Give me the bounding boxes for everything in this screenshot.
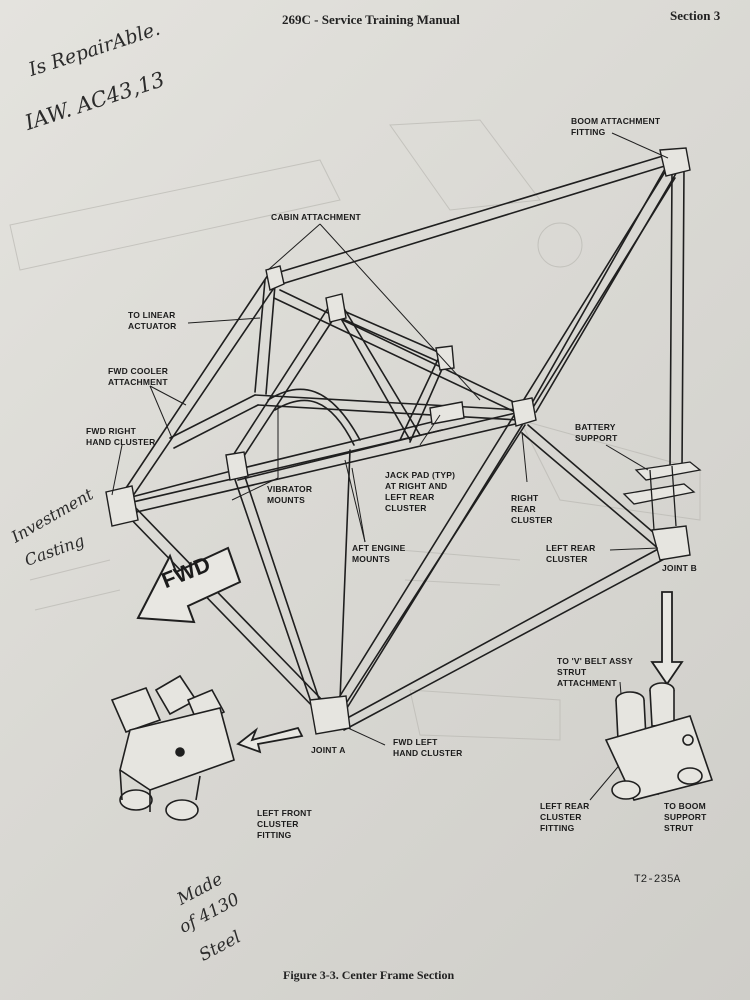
detail-b-arrow [650,591,684,686]
vibrator-mounts-label: VIBRATOR MOUNTS [267,484,313,505]
left-front-cluster-fitting-detail [110,674,235,821]
battery-support-bracket [622,461,702,531]
frame-tubes [117,151,685,731]
figure-code: T2-235A [634,874,681,886]
to-boom-support-strut-label: TO BOOM SUPPORT STRUT [664,801,707,833]
fwd-arrow-shape [136,546,242,624]
detail-a-arrow [236,726,304,754]
left-rear-cluster-label: LEFT REAR CLUSTER [546,543,596,564]
jack-pad-label: JACK PAD (TYP) AT RIGHT AND LEFT REAR CL… [385,470,456,513]
left-front-cluster-fitting-label: LEFT FRONT CLUSTER FITTING [257,808,312,840]
left-rear-cluster-fitting-detail [604,682,714,801]
cabin-attachment-label: CABIN ATTACHMENT [271,212,361,222]
figure-caption: Figure 3-3. Center Frame Section [283,968,455,982]
leader-lines [111,132,673,801]
to-linear-actuator-label: TO LINEAR ACTUATOR [128,310,177,331]
v-belt-strut-attachment-label: TO 'V' BELT ASSY STRUT ATTACHMENT [557,656,634,688]
cluster-fittings [105,147,691,735]
aft-engine-mounts-label: AFT ENGINE MOUNTS [352,543,406,564]
section-label: Section 3 [670,8,721,23]
joint-b-label: JOINT B [662,563,697,573]
left-rear-cluster-fitting-label: LEFT REAR CLUSTER FITTING [540,801,590,833]
boom-attachment-fitting-label: BOOM ATTACHMENT FITTING [571,116,661,137]
battery-support-label: BATTERY SUPPORT [575,422,618,443]
fwd-cooler-attachment-label: FWD COOLER ATTACHMENT [108,366,169,387]
right-rear-cluster-label: RIGHT REAR CLUSTER [511,493,553,525]
bleed-through-drawing [9,119,701,741]
page-title: 269C - Service Training Manual [282,12,460,27]
fwd-right-hand-cluster-label: FWD RIGHT HAND CLUSTER [86,426,156,447]
fwd-left-hand-cluster-label: FWD LEFT HAND CLUSTER [393,737,463,758]
joint-a-label: JOINT A [311,745,346,755]
